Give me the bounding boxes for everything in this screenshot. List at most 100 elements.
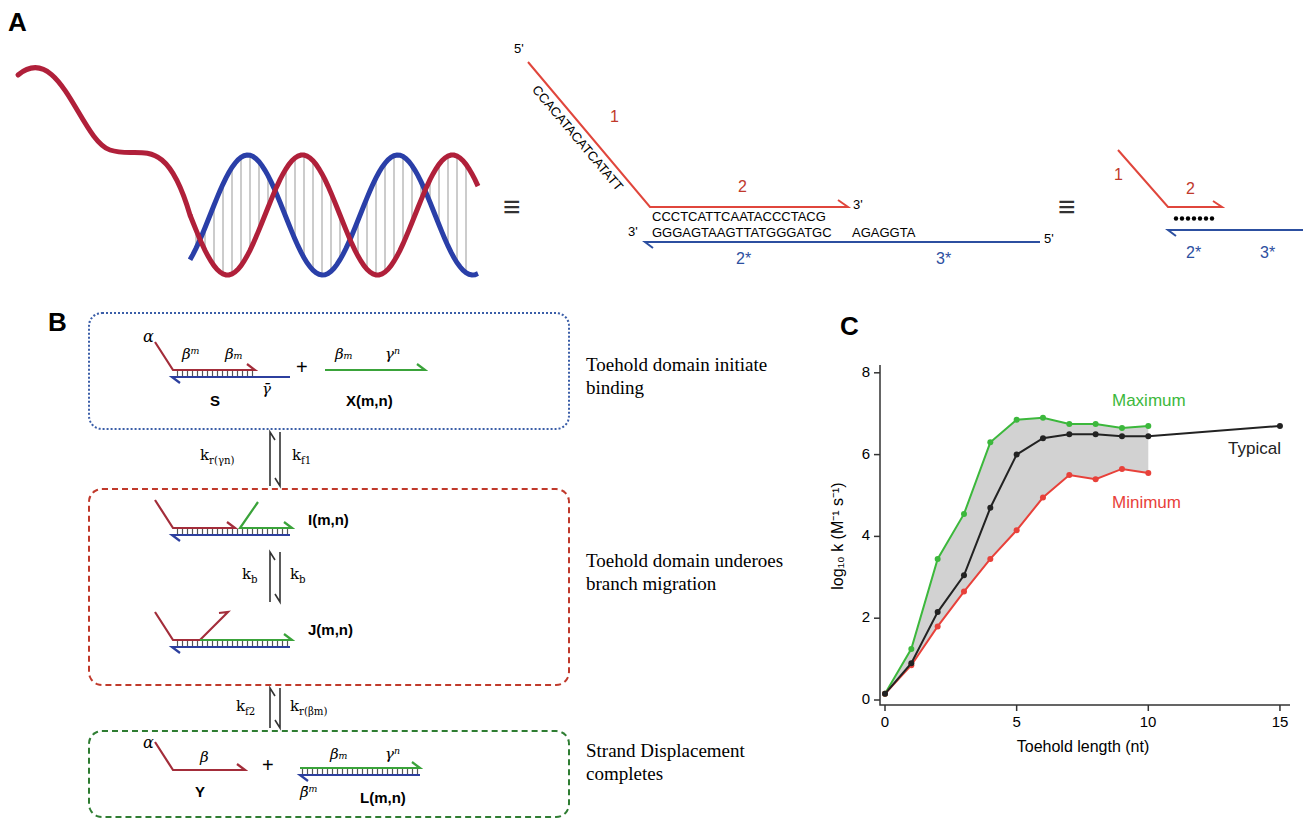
text-label: kf2	[236, 698, 255, 717]
text-label: γⁿ	[385, 746, 400, 763]
text-label: C	[840, 312, 859, 341]
subscript: f2	[245, 706, 255, 717]
subscript: r(γn)	[209, 455, 234, 466]
path-shape	[240, 502, 292, 528]
path-shape	[300, 762, 420, 768]
base-pair-dot	[1204, 216, 1208, 220]
data-point	[908, 660, 914, 666]
text-label: J(m,n)	[308, 622, 353, 639]
path-shape	[528, 62, 848, 207]
subscript: b	[299, 574, 306, 585]
path-shape	[172, 535, 290, 541]
data-point	[1066, 431, 1072, 437]
text-label: GGGAGTAAGTTATGGGATGC	[652, 226, 832, 240]
base-pair-rung	[223, 184, 224, 274]
dna-helix	[18, 68, 478, 275]
text-label: 2	[862, 609, 870, 626]
base-pair-rung	[322, 174, 323, 275]
path-shape	[18, 68, 190, 215]
text-label: A	[8, 8, 27, 37]
base-pair-dot	[1186, 216, 1190, 220]
text-label: +	[296, 356, 308, 378]
text-label: kb	[242, 566, 258, 585]
tick	[1016, 705, 1018, 711]
stage-label: Toehold domain initiate binding	[586, 354, 811, 400]
base-pair-rung	[403, 157, 404, 244]
base-pair-rung	[448, 156, 449, 246]
stage-box: Strand Displacement completes	[88, 730, 570, 818]
series-line	[885, 426, 1280, 694]
path-shape	[300, 775, 420, 781]
base-pair-dot	[1192, 216, 1196, 220]
data-point	[1119, 466, 1125, 472]
path-shape	[155, 342, 255, 370]
data-point	[1145, 470, 1151, 476]
text-label: 2	[1186, 180, 1195, 198]
data-point	[1014, 527, 1020, 533]
text-label: α	[143, 328, 154, 346]
rate-chart	[874, 365, 1290, 711]
text-label: 8	[862, 364, 870, 381]
text-label: kf1	[292, 447, 311, 466]
base-pair-rung	[313, 161, 314, 271]
data-point	[1119, 433, 1125, 439]
path-shape	[880, 365, 1290, 705]
data-point	[1040, 415, 1046, 421]
tick	[874, 699, 880, 701]
data-point	[935, 609, 941, 615]
data-point	[987, 505, 993, 511]
path-shape	[172, 647, 290, 653]
stage-label: Toehold domain underoes branch migration	[586, 550, 811, 596]
text-label: L(m,n)	[360, 790, 406, 807]
text-label: 3'	[628, 225, 638, 239]
base-pair-rung	[376, 178, 377, 275]
text-label: X(m,n)	[346, 393, 393, 410]
text-label: 15	[1272, 714, 1289, 731]
text-label: β	[200, 749, 209, 766]
text-label: 2	[738, 178, 747, 196]
text-label: kr(γn)	[200, 447, 235, 466]
path-shape	[155, 612, 228, 640]
text-label: ≡	[503, 190, 521, 223]
text-label: 1	[1114, 166, 1123, 184]
data-point	[1093, 476, 1099, 482]
text-label: I(m,n)	[308, 512, 349, 529]
stage-label: Strand Displacement completes	[586, 740, 811, 786]
base-pair-dot	[1174, 216, 1178, 220]
base-pair-dot	[1180, 216, 1184, 220]
data-point	[1145, 433, 1151, 439]
text-label: 3'	[853, 198, 863, 212]
text-label: β̄ᵐ	[300, 784, 318, 801]
base-pair-rung	[214, 205, 215, 265]
data-point	[1014, 452, 1020, 458]
base-pair-rung	[439, 164, 440, 224]
text-label: βₘ	[225, 346, 243, 363]
domain-schematic	[528, 62, 1040, 248]
base-pair-rung	[394, 156, 395, 262]
reverse-arrow	[270, 432, 275, 486]
text-label: γ̄	[262, 381, 271, 398]
text-label: 5	[1012, 714, 1020, 731]
data-point	[935, 623, 941, 629]
data-point	[1040, 435, 1046, 441]
text-label: βₘ	[330, 746, 348, 763]
path-shape	[172, 377, 290, 383]
blue-strand	[190, 155, 478, 275]
base-pair-rung	[457, 156, 458, 263]
path-shape	[1118, 150, 1222, 207]
text-label: CCCTCATTCAATACCCTACG	[652, 210, 826, 224]
base-pair-rung	[259, 162, 260, 230]
reaction-scheme	[155, 342, 425, 781]
data-point	[1066, 421, 1072, 427]
text-label: 1	[610, 108, 619, 126]
subscript: f1	[301, 455, 311, 466]
base-pair-dot	[1198, 216, 1202, 220]
forward-arrow	[275, 432, 280, 486]
stage-box: Toehold domain initiate binding	[88, 312, 570, 430]
text-label: βₘ	[335, 346, 353, 363]
text-label: 0	[881, 714, 889, 731]
text-label: ≡	[1058, 190, 1076, 223]
tick	[874, 617, 880, 619]
